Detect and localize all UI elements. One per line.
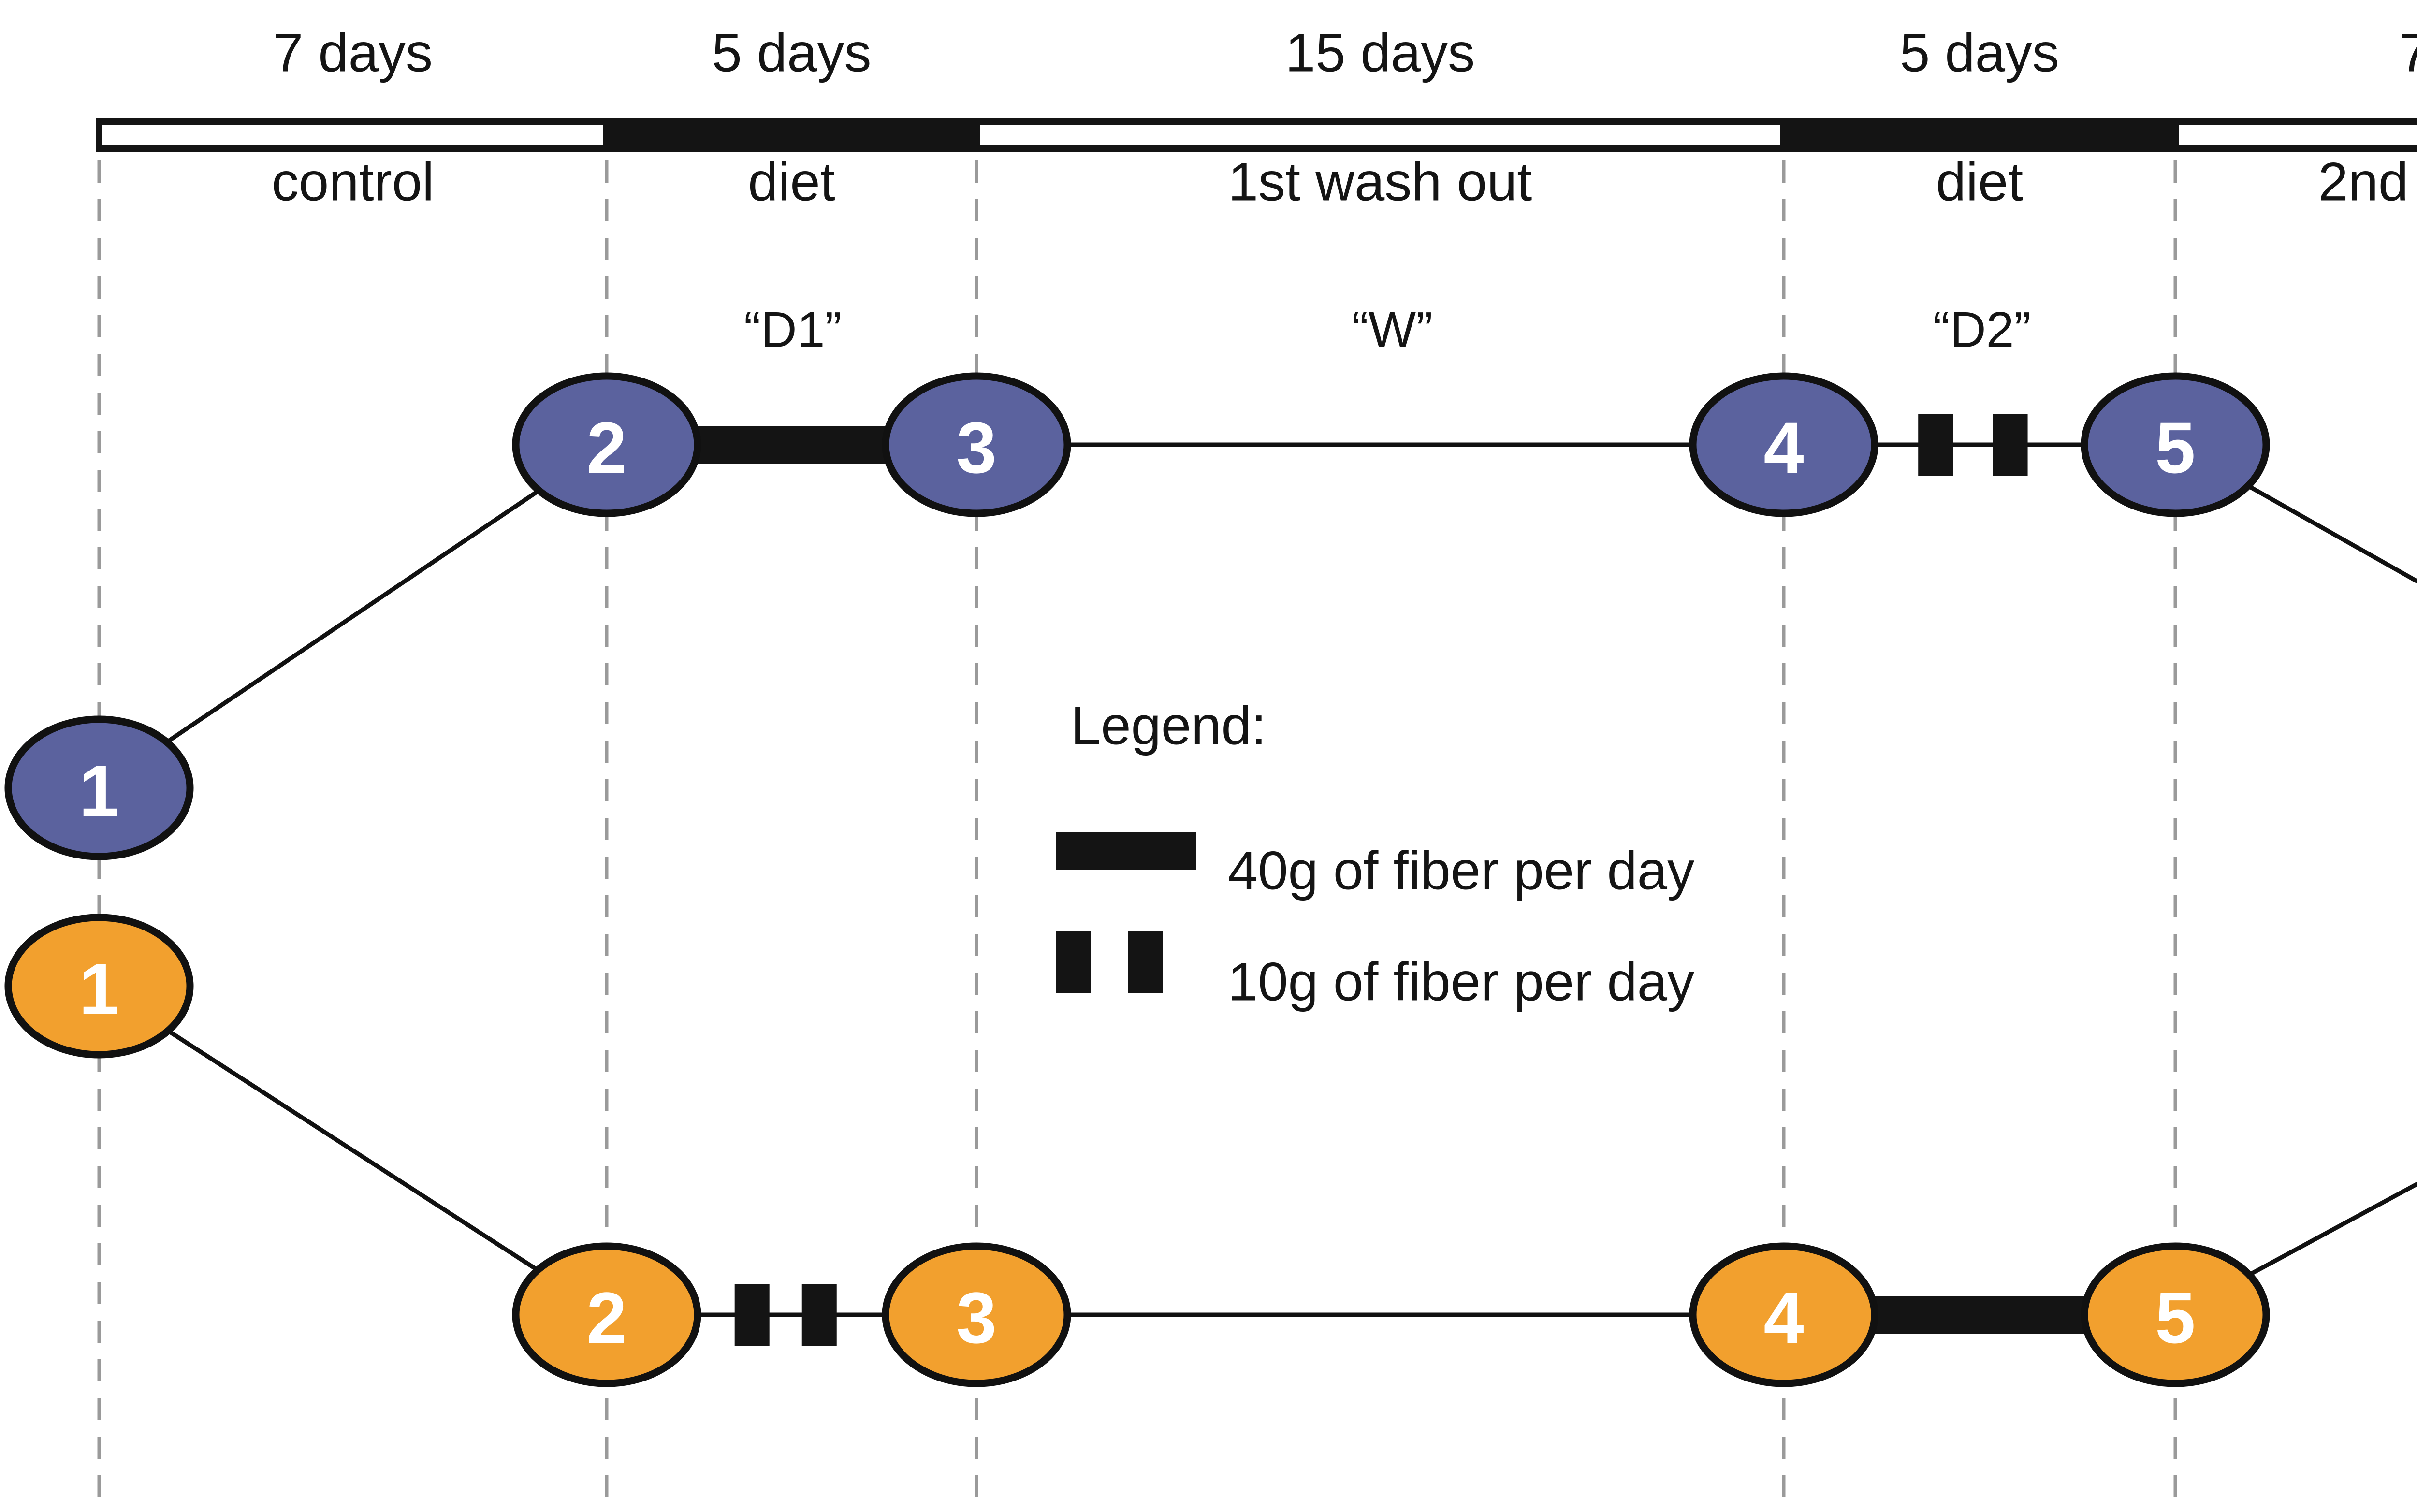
phase-duration-control: 7 days xyxy=(273,23,433,83)
arm-a-visit-ellipse-2 xyxy=(512,372,701,517)
legend-item-1: 10g of fiber per day xyxy=(1056,931,1694,1012)
phase-name-control: control xyxy=(272,152,434,212)
arm-b-connector-2-to-3-block-1 xyxy=(801,1284,837,1346)
timeline-segment-diet1 xyxy=(603,118,980,152)
visit-nodes: 123456123456 xyxy=(4,372,2270,1387)
phase-name-washout1: 1st wash out xyxy=(1228,152,1532,212)
arm-b-visit-ellipse-3 xyxy=(882,1242,1071,1387)
legend-item-0: 40g of fiber per day xyxy=(1056,832,1694,901)
phase-duration-diet1: 5 days xyxy=(712,23,872,83)
phase-name-washout2: 2nd wash out xyxy=(2318,152,2417,212)
phase-duration-diet2: 5 days xyxy=(1900,23,2059,83)
arm-a-connector-5-to-6 xyxy=(2247,484,2417,584)
arm-a-visit-label-2: 2 xyxy=(586,407,626,488)
timeline-segment-control xyxy=(96,118,610,152)
timeline-bar xyxy=(96,118,2417,152)
period-code-labels: “D1” “W” “D2” xyxy=(744,302,2031,358)
phase-name-diet2: diet xyxy=(1936,152,2024,212)
timeline-segment-washout2 xyxy=(2172,118,2417,152)
timeline-segment-diet2 xyxy=(1780,118,2179,152)
arm-b-visit-node-5[interactable]: 5 xyxy=(2081,1242,2270,1387)
arm-a-visit-ellipse-3 xyxy=(882,372,1071,517)
legend-swatch-thick xyxy=(1056,832,1196,870)
arm-b-visit-ellipse-4 xyxy=(1689,1242,1878,1387)
arm-b-connector-4-to-5 xyxy=(1868,1296,2091,1334)
arm-b-visit-label-3: 3 xyxy=(956,1277,996,1358)
legend-label-0: 40g of fiber per day xyxy=(1228,841,1694,901)
legend-label-1: 10g of fiber per day xyxy=(1228,952,1694,1012)
arm-b-visit-label-4: 4 xyxy=(1763,1277,1804,1358)
arm-b-visit-label-5: 5 xyxy=(2155,1277,2195,1358)
arm-a-connector-2-to-3 xyxy=(691,426,892,464)
arm-a-visit-node-1[interactable]: 1 xyxy=(4,715,194,860)
arm-a-visit-label-4: 4 xyxy=(1763,407,1804,488)
timeline-segment-washout1 xyxy=(973,118,1787,152)
phase-name-labels: control diet 1st wash out diet 2nd wash out xyxy=(272,152,2417,212)
arm-b-visit-label-1: 1 xyxy=(79,948,119,1030)
period-code-label-1: “W” xyxy=(1352,302,1432,358)
period-code-label-2: “D2” xyxy=(1933,302,2031,358)
arm-b-visit-label-2: 2 xyxy=(586,1277,626,1358)
period-code-label-0: “D1” xyxy=(744,302,842,358)
arm-b-connector-5-to-6 xyxy=(2248,1181,2417,1277)
visit-connectors xyxy=(165,414,2417,1346)
arm-a-connector-4-to-5-block-0 xyxy=(1918,414,1953,476)
phase-duration-labels: 7 days 5 days 15 days 5 days 7 days xyxy=(273,23,2417,83)
arm-b-visit-ellipse-5 xyxy=(2081,1242,2270,1387)
arm-b-connector-2-to-3 xyxy=(693,1284,890,1346)
phase-duration-washout1: 15 days xyxy=(1285,23,1475,83)
arm-b-visit-node-1[interactable]: 1 xyxy=(4,914,194,1059)
arm-a-visit-node-5[interactable]: 5 xyxy=(2081,372,2270,517)
legend-title: Legend: xyxy=(1071,696,1267,756)
arm-b-visit-node-4[interactable]: 4 xyxy=(1689,1242,1878,1387)
arm-b-connector-1-to-2 xyxy=(167,1029,539,1272)
arm-b-visit-node-3[interactable]: 3 xyxy=(882,1242,1071,1387)
arm-a-visit-ellipse-5 xyxy=(2081,372,2270,517)
arm-a-visit-label-5: 5 xyxy=(2155,407,2195,488)
arm-b-connector-2-to-3-block-0 xyxy=(734,1284,770,1346)
phase-duration-washout2: 7 days xyxy=(2400,23,2417,83)
arm-a-connector-4-to-5 xyxy=(1870,414,2089,476)
arm-b-visit-ellipse-1 xyxy=(4,914,194,1059)
arm-a-visit-ellipse-1 xyxy=(4,715,194,860)
arm-a-visit-node-3[interactable]: 3 xyxy=(882,372,1071,517)
arm-a-visit-ellipse-4 xyxy=(1689,372,1878,517)
arm-a-visit-label-3: 3 xyxy=(956,407,996,488)
arm-b-visit-node-2[interactable]: 2 xyxy=(512,1242,701,1387)
arm-a-visit-node-4[interactable]: 4 xyxy=(1689,372,1878,517)
legend-swatch-dotted-block-1 xyxy=(1128,931,1163,993)
legend-swatch-dotted-block-0 xyxy=(1056,931,1091,993)
arm-b-visit-ellipse-2 xyxy=(512,1242,701,1387)
legend: Legend: 40g of fiber per day 10g of fiber … xyxy=(1056,696,1694,1012)
arm-a-visit-label-1: 1 xyxy=(79,750,119,831)
phase-name-diet1: diet xyxy=(748,152,835,212)
arm-a-visit-node-2[interactable]: 2 xyxy=(512,372,701,517)
arm-a-connector-1-to-2 xyxy=(165,488,540,744)
arm-a-connector-4-to-5-block-1 xyxy=(1993,414,2028,476)
